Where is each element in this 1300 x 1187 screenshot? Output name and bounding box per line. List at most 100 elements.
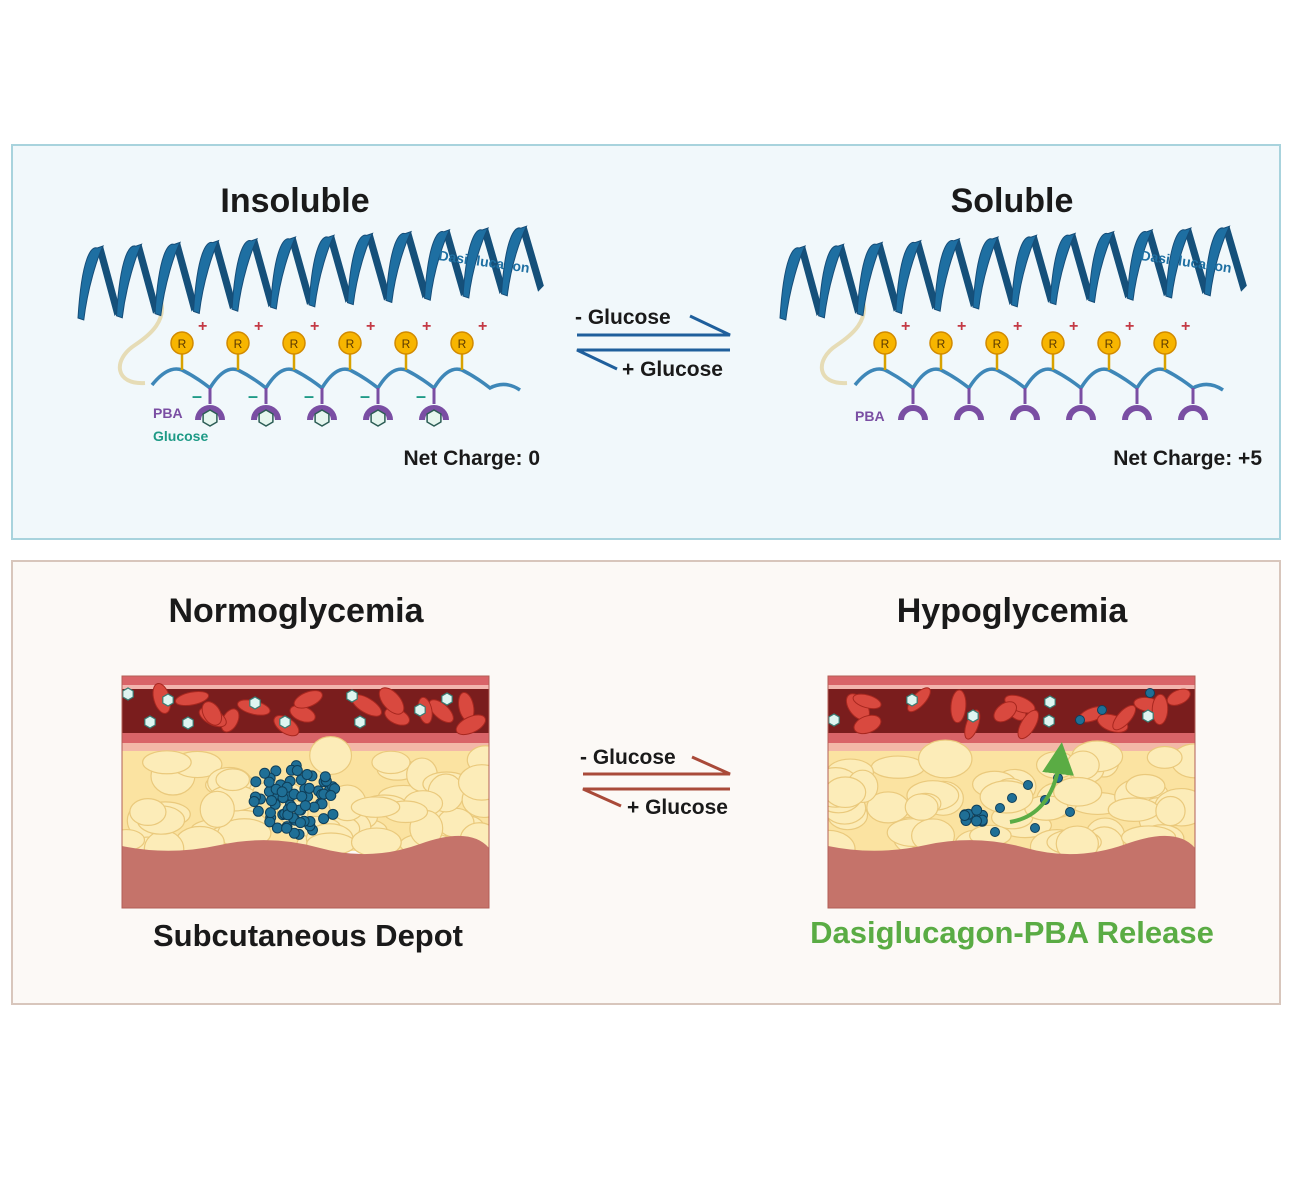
helix-back-segment xyxy=(1223,226,1247,292)
red-blood-cell xyxy=(1112,704,1137,731)
pba-cup xyxy=(954,405,984,421)
pba-cup xyxy=(363,405,393,421)
dasiglucagon-particle xyxy=(990,827,1000,837)
fat-cell xyxy=(904,793,939,821)
reverse-arrow xyxy=(576,348,730,371)
r-group-label: R xyxy=(1161,337,1170,351)
red-blood-cell xyxy=(852,693,882,710)
r-group-label: R xyxy=(402,337,411,351)
helix-back-segment xyxy=(251,238,275,308)
r-group-circle xyxy=(282,331,306,355)
helix-back-segment xyxy=(366,233,390,301)
fat-cell xyxy=(371,750,411,775)
helix-front-segment xyxy=(1049,232,1077,306)
glucose-hexagon xyxy=(144,715,156,729)
insoluble-molecule: Dasiglucagon R+R+R+R+R+R+––––– PBA Gluco… xyxy=(77,225,544,470)
helix-back-segment xyxy=(1146,229,1170,297)
pba-cup xyxy=(898,405,928,421)
helix-back-segment xyxy=(135,244,159,314)
equilibrium-arrows-top: - Glucose + Glucose xyxy=(575,306,731,381)
vessel-wall-top xyxy=(122,676,489,685)
helix-back-segment xyxy=(97,246,121,316)
plus-charge-icon: + xyxy=(478,318,487,335)
helix-front-segment xyxy=(269,236,297,310)
helix-front-segment xyxy=(308,234,335,308)
tissue-frame-right xyxy=(827,675,1196,909)
r-group-circle xyxy=(450,331,474,355)
net-charge-right: Net Charge: +5 xyxy=(1113,447,1262,470)
r-group-circle xyxy=(985,331,1009,355)
r-group-label: R xyxy=(234,337,243,351)
glucose-label-left: Glucose xyxy=(153,428,208,444)
red-blood-cell xyxy=(950,689,967,724)
helix-back-segment xyxy=(799,246,823,316)
glucose-hexagons xyxy=(122,687,453,730)
reverse-label: + Glucose xyxy=(627,796,728,819)
r-group-circle xyxy=(338,331,362,355)
dasiglucagon-particle xyxy=(252,805,264,817)
r-group-label: R xyxy=(458,337,467,351)
glucose-hexagon xyxy=(1043,714,1055,728)
tissue-normoglycemia xyxy=(122,676,489,908)
dasiglucagon-particle xyxy=(270,765,282,777)
glucose-hexagon xyxy=(906,693,918,707)
minus-charge-icon: – xyxy=(192,386,202,406)
dasiglucagon-particle xyxy=(296,790,308,802)
release-arrow xyxy=(1009,742,1074,824)
glucose-hexagon xyxy=(258,409,274,427)
fat-cell xyxy=(129,798,167,827)
red-blood-cell xyxy=(455,714,487,736)
vessel-wall-top xyxy=(828,676,1195,685)
helix-back-segment xyxy=(174,242,198,312)
glucose-hexagon xyxy=(1044,695,1056,709)
plus-charge-icon: + xyxy=(1181,318,1190,335)
helix-front-segment xyxy=(1126,228,1154,301)
normoglycemia-title: Normoglycemia xyxy=(168,592,424,630)
glucose-hexagon xyxy=(202,409,218,427)
dasiglucagon-particle xyxy=(264,807,276,819)
helix-front-segment xyxy=(972,236,999,310)
dasiglucagon-particle xyxy=(327,808,339,820)
plus-charge-icon: + xyxy=(1013,318,1022,335)
helix-front-segment xyxy=(385,230,412,304)
forward-arrow xyxy=(577,314,731,337)
helix-front-segment xyxy=(895,239,922,315)
red-blood-cell xyxy=(174,690,210,707)
r-group-circle xyxy=(1097,331,1121,355)
muscle-layer xyxy=(828,835,1195,908)
dasiglucagon-particle xyxy=(319,771,331,783)
pba-label-left: PBA xyxy=(153,405,183,421)
helix-front-segment xyxy=(1203,225,1231,297)
plus-charge-icon: + xyxy=(366,318,375,335)
muscle-layer xyxy=(122,835,489,908)
r-group-circle xyxy=(1041,331,1065,355)
glucose-hexagon xyxy=(1142,709,1154,723)
helix-back-segment xyxy=(1107,231,1132,299)
plus-charge-icon: + xyxy=(422,318,431,335)
fat-cell xyxy=(979,780,1034,814)
helix-front-segment xyxy=(1010,234,1038,308)
pba-cup xyxy=(1178,405,1208,421)
pba-cup xyxy=(1010,405,1040,421)
linker xyxy=(819,297,866,386)
helix-front-segment xyxy=(77,245,104,321)
helix-front-segment xyxy=(1088,230,1115,304)
r-group-label: R xyxy=(993,337,1002,351)
dasiglucagon-particle xyxy=(1075,715,1085,725)
dasiglucagon-particle xyxy=(291,765,303,777)
fat-cell xyxy=(1125,773,1166,799)
r-group-label: R xyxy=(881,337,890,351)
glucose-hexagon xyxy=(314,409,330,427)
fat-cell xyxy=(457,764,489,801)
r-group-circle xyxy=(394,331,418,355)
glucose-hexagon xyxy=(162,693,174,707)
forward-arrow xyxy=(583,755,731,776)
helix-front-segment xyxy=(856,241,884,317)
helix-front-segment xyxy=(1165,227,1192,299)
vessel-wall-bottom xyxy=(122,733,489,743)
equilibrium-arrows-bottom: - Glucose + Glucose xyxy=(580,746,731,819)
blood-cells xyxy=(152,682,487,737)
depot-cluster xyxy=(248,760,341,840)
helix-front-segment xyxy=(818,243,845,319)
dasiglucagon-particle xyxy=(271,822,283,834)
